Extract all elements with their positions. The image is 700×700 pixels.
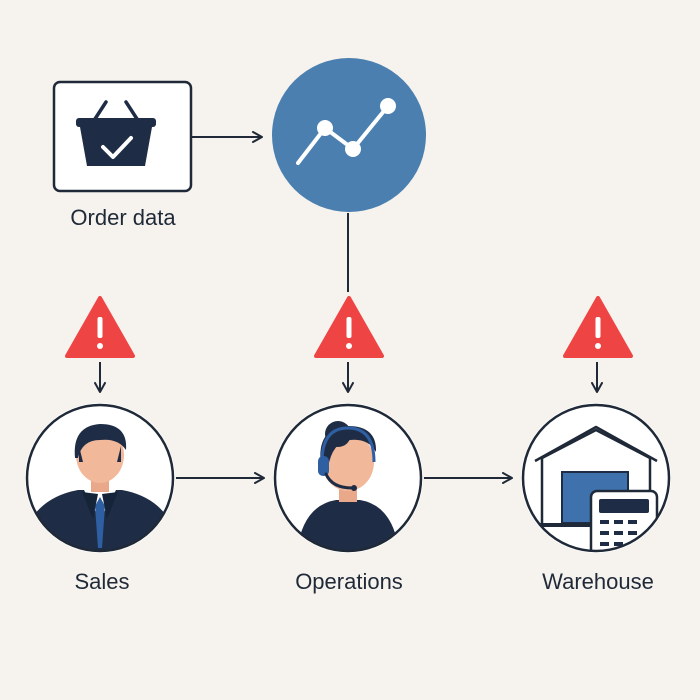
warning-triangle-icon (563, 296, 633, 358)
order-data-node (52, 80, 193, 193)
order-data-label: Order data (70, 205, 176, 230)
warning-triangle-icon (314, 296, 384, 358)
line-chart-icon (296, 98, 396, 165)
sales-node (25, 403, 175, 553)
analytics-node (272, 58, 426, 212)
operations-label: Operations (295, 569, 403, 594)
operations-node (273, 403, 423, 553)
warehouse-node (521, 403, 671, 553)
headset-operator-avatar-icon (296, 421, 400, 551)
warning-triangle-icon (65, 296, 135, 358)
sales-label: Sales (74, 569, 130, 594)
warehouse-label: Warehouse (542, 569, 654, 594)
shopping-basket-check-icon (76, 100, 156, 166)
